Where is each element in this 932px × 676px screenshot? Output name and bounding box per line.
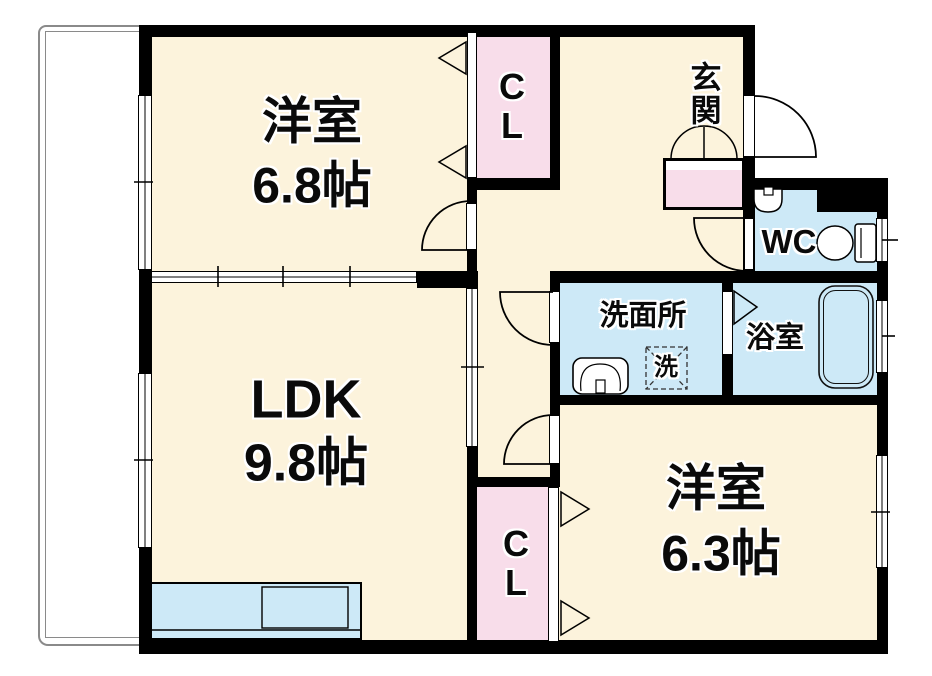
closet-upper-folding-door [467,32,477,178]
wall [467,178,560,190]
wall [467,250,477,288]
west2-door-opening [549,415,560,464]
toilet-icon [816,223,877,263]
west1-door-arc [421,200,472,251]
wall [550,25,560,190]
wall [877,373,888,455]
room-size-west1: 6.8帖 [252,157,372,214]
wc-sink-icon [753,186,783,213]
bath-label: 浴室 [745,322,805,355]
wall [877,568,888,642]
room-label-west2: 洋室 [666,460,766,517]
shoe-cabinet-doors-arc [670,125,738,160]
bathroom-floor [733,283,877,395]
closet-lower-label: CL [502,523,529,603]
entrance-door-opening [743,95,755,157]
room-size-ldk: 9.8帖 [243,434,369,493]
wall [467,477,560,487]
door-swings [421,95,817,465]
west1-door-opening [466,203,477,250]
wc-door-opening [744,218,754,270]
wall [743,25,755,95]
wc-label: WC [761,223,817,261]
washbasin-icon [572,357,629,395]
balcony-inner-line [45,31,141,638]
bathtub-icon [818,285,874,389]
wall [550,395,888,405]
closet-lower-folding-door [548,487,559,642]
wall [139,25,152,97]
room-label-ldk: LDK [250,369,362,430]
bath-folding-door [722,291,733,355]
washroom-label: 洗面所 [599,300,687,333]
room-size-west2: 6.3帖 [661,525,781,582]
wall [142,25,755,37]
wall [139,548,152,642]
wall [550,271,888,283]
shoe-cabinet-front [666,170,742,207]
wall [817,178,888,212]
wall [467,178,477,205]
entrance-door-arc [754,95,817,158]
closet-upper-label: CL [498,66,525,146]
kitchen-sink-icon [150,586,362,631]
closet-upper-floor [477,37,550,178]
washing-machine-space [645,346,688,390]
wall [139,270,152,373]
room-label-west1: 洋室 [262,93,362,150]
wc-door-arc [693,217,748,272]
west2-door-arc [503,414,554,465]
closet-lower-floor [477,487,548,640]
washroom-door-opening [549,291,560,343]
wall [417,271,478,288]
wall [139,640,888,654]
entrance-label: 玄関 [690,60,722,129]
washer-label: 洗 [654,353,678,381]
washroom-door-arc [499,291,554,346]
wall [877,190,888,218]
wall [467,447,478,487]
window-ticks [134,181,898,513]
folding-door-triangles [437,40,759,637]
wall [467,487,477,642]
wall [550,283,560,487]
